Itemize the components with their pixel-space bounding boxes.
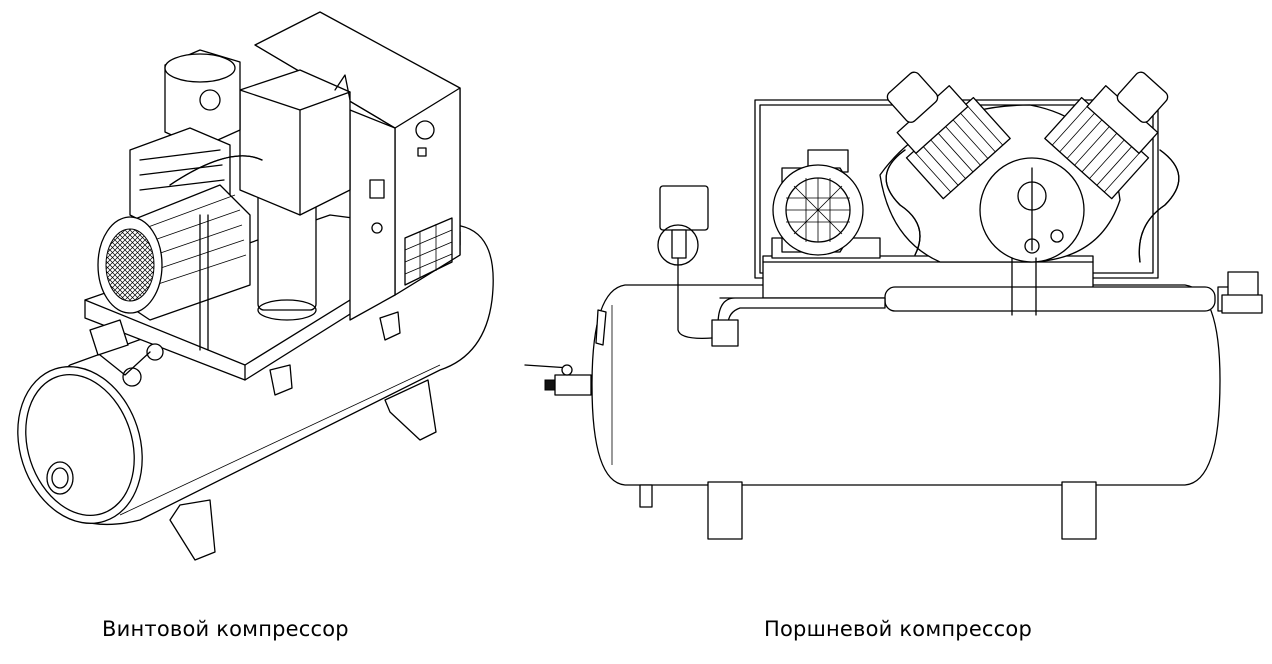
vent-grille	[404, 217, 453, 286]
piston-compressor-drawing	[524, 71, 1263, 540]
electric-motor	[771, 149, 881, 259]
solenoid-valve	[1221, 271, 1263, 314]
tank-feet	[707, 481, 1097, 540]
pressure-switch	[89, 319, 164, 387]
screw-compressor-drawing	[17, 11, 494, 561]
piston-compressor-figure: Поршневой компрессор	[520, 0, 1272, 664]
piping	[169, 74, 351, 351]
pressure-switch	[657, 185, 713, 339]
electric-motor	[97, 184, 251, 321]
drain-fitting	[639, 484, 653, 508]
screw-compressor-figure: Винтовой компрессор	[0, 0, 560, 664]
piston-pump	[879, 71, 1180, 263]
caption-screw-compressor: Винтовой компрессор	[102, 617, 349, 641]
separator-vessel	[239, 69, 351, 321]
tank-feet	[169, 311, 437, 561]
caption-piston-compressor: Поршневой компрессор	[764, 617, 1033, 641]
cabinet	[254, 11, 461, 321]
air-receiver-tank	[591, 284, 1221, 486]
ball-valve	[524, 364, 592, 396]
